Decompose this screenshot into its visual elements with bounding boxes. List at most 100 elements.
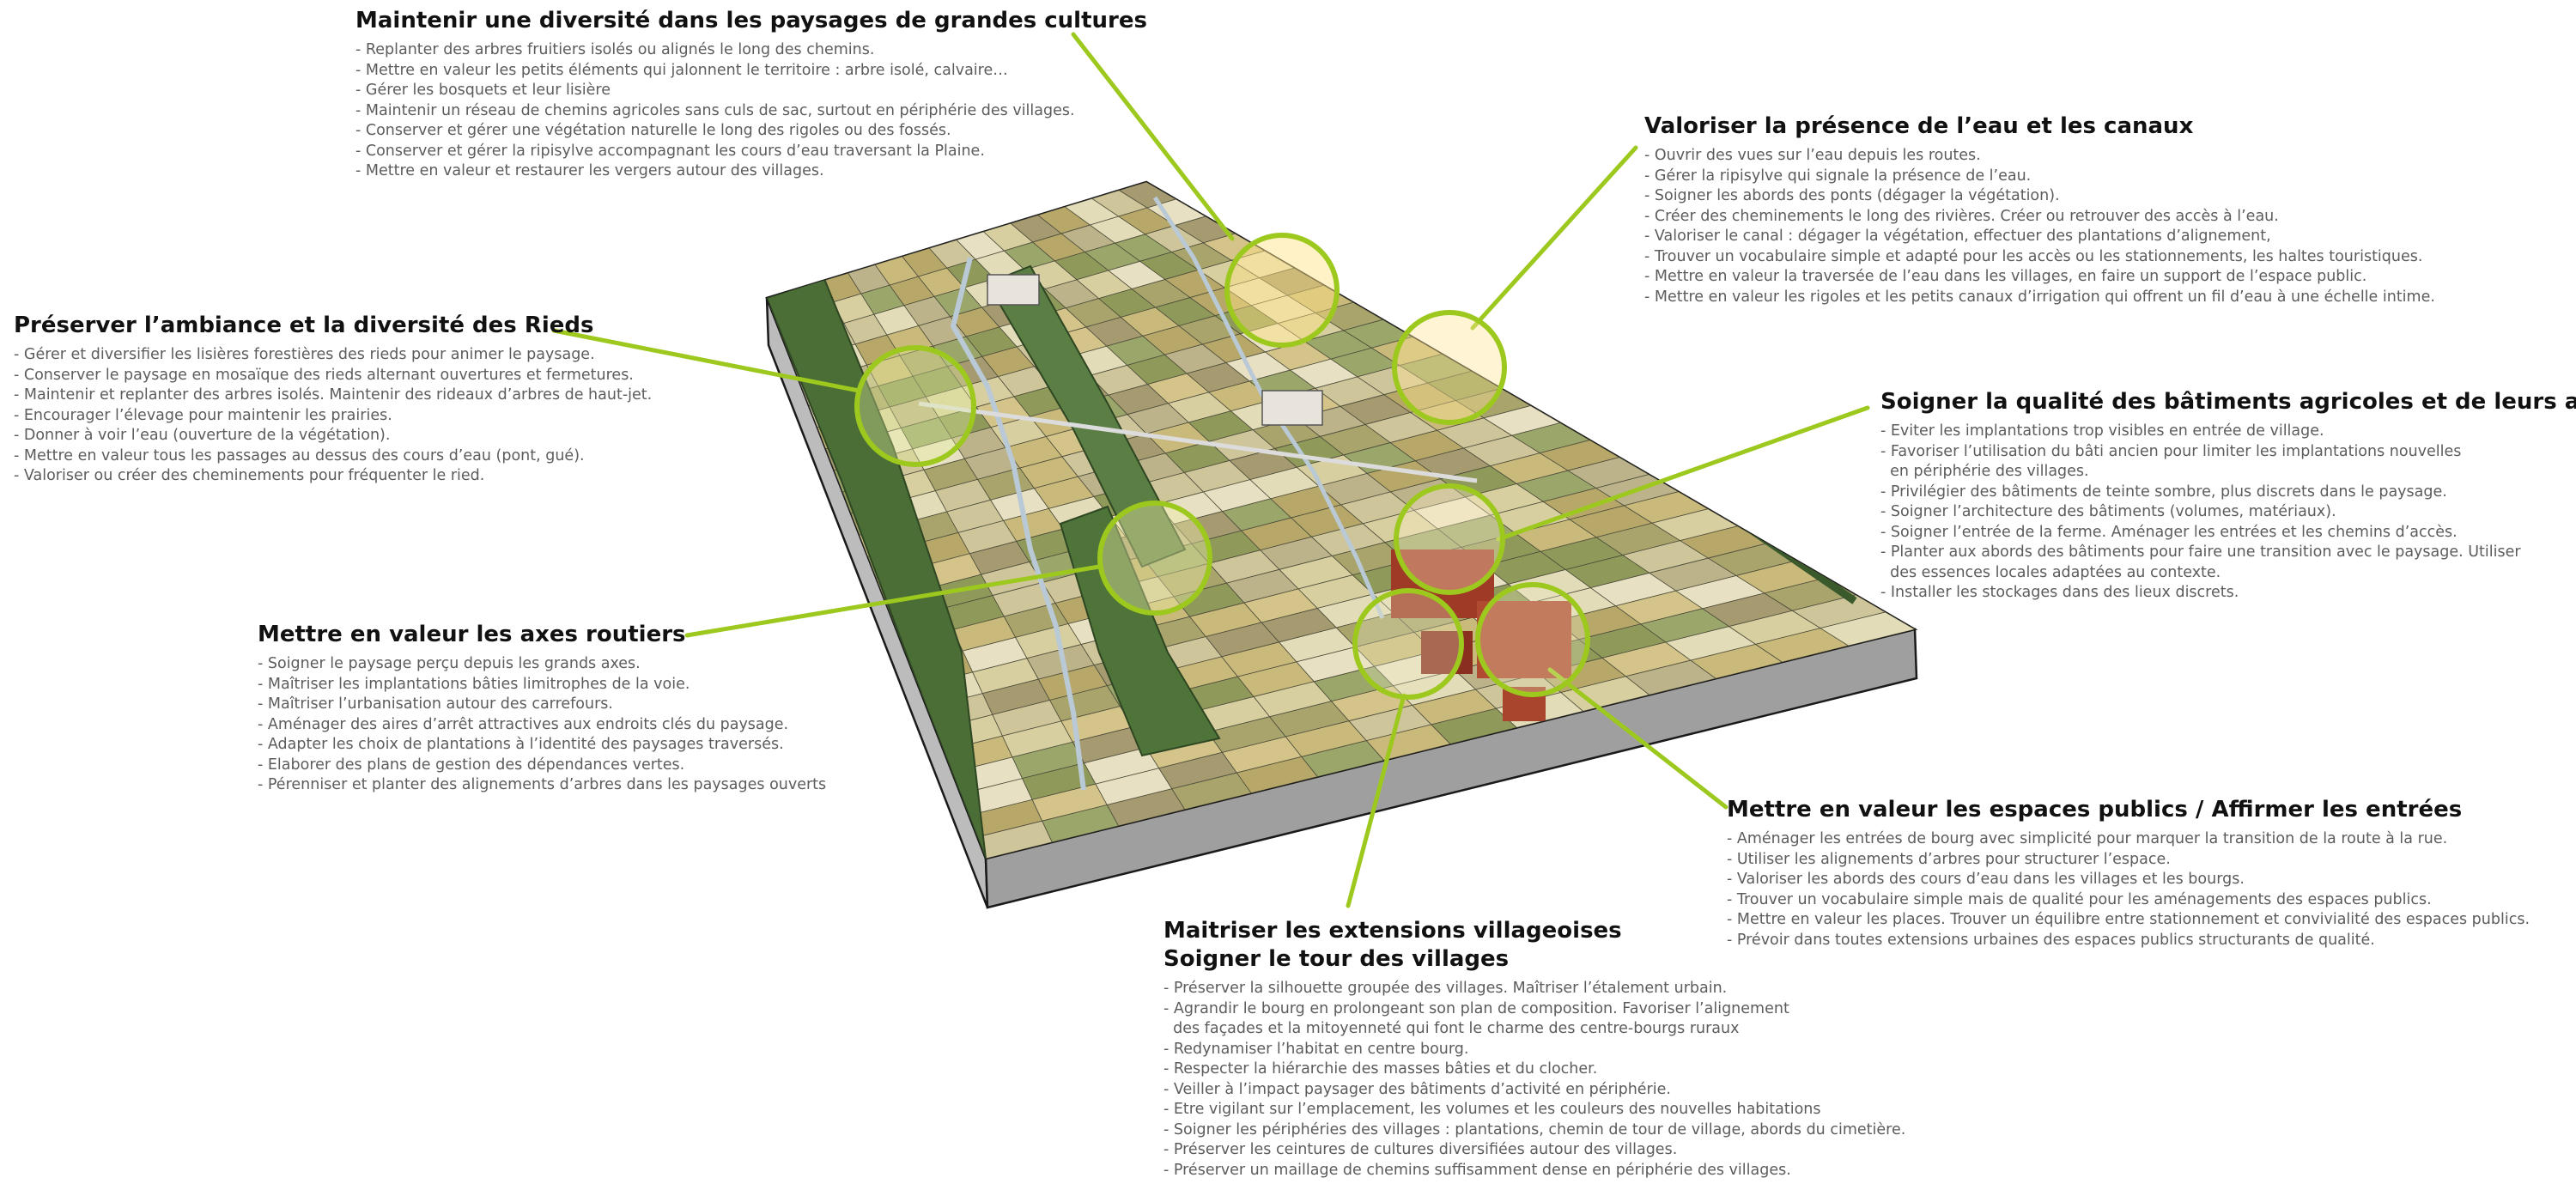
title-line: Mettre en valeur les espaces publics / A… [1727, 797, 2463, 823]
section-rieds: Préserver l’ambiance et la diversité des… [14, 312, 652, 487]
title-line: Soigner la qualité des bâtiments agricol… [1880, 389, 2576, 415]
list-item: - Mettre en valeur les petits éléments q… [355, 61, 1008, 79]
list-item: - Mettre en valeur les places. Trouver u… [1727, 911, 2530, 928]
list-item: - Soigner le paysage perçu depuis les gr… [258, 655, 641, 672]
section-title: Valoriser la présence de l’eau et les ca… [1644, 112, 2435, 141]
forest-band-ried [986, 264, 1187, 568]
section-axes-routiers: Mettre en valeur les axes routiers - Soi… [258, 621, 826, 796]
hamlet [987, 274, 1323, 426]
section-list: - Soigner le paysage perçu depuis les gr… [258, 654, 826, 796]
main-road [918, 401, 1478, 483]
section-title: Maintenir une diversité dans les paysage… [355, 7, 1147, 35]
circle-axes-routiers [1097, 501, 1212, 616]
list-item: - Créer des cheminements le long des riv… [1644, 207, 2279, 225]
list-item: - Valoriser les abords des cours d’eau d… [1727, 871, 2245, 888]
section-batiments-agricoles: Soigner la qualité des bâtiments agricol… [1880, 388, 2576, 604]
list-item: - Préserver la silhouette groupée des vi… [1163, 980, 1728, 997]
list-item: - Maîtriser l’urbanisation autour des ca… [258, 695, 613, 713]
list-item: - Soigner les périphéries des villages :… [1163, 1120, 1906, 1138]
leader-espaces-publics [1547, 667, 1728, 810]
leader-extensions [1346, 693, 1406, 908]
list-item: - Soigner les abords des ponts (dégager … [1644, 187, 2060, 204]
list-item: - Elaborer des plans de gestion des dépe… [258, 756, 685, 774]
list-item: - Redynamiser l’habitat en centre bourg. [1163, 1040, 1469, 1058]
list-item: - Maîtriser les implantations bâties lim… [258, 675, 690, 693]
section-list: - Eviter les implantations trop visibles… [1880, 422, 2576, 604]
list-item: - Privilégier des bâtiments de teinte so… [1880, 483, 2447, 501]
list-item: - Valoriser ou créer des cheminements po… [14, 467, 485, 484]
list-item: - Conserver et gérer la ripisylve accomp… [355, 142, 985, 160]
river [950, 257, 1086, 791]
section-title: Mettre en valeur les axes routiers [258, 621, 826, 649]
list-item: - Soigner l’architecture des bâtiments (… [1880, 503, 2336, 520]
leader-axes-routiers [684, 564, 1102, 638]
list-item: - Valoriser le canal : dégager la végéta… [1644, 228, 2271, 245]
title-line: Valoriser la présence de l’eau et les ca… [1644, 113, 2194, 139]
list-item: - Mettre en valeur la traversée de l’eau… [1644, 268, 2367, 285]
circle-batiments [1394, 483, 1505, 595]
field-parcel [1820, 611, 1915, 647]
list-item: - Veiller à l’impact paysager des bâtime… [1163, 1080, 1671, 1098]
list-item: - Agrandir le bourg en prolongeant son p… [1163, 999, 1789, 1017]
section-espaces-publics: Mettre en valeur les espaces publics / A… [1727, 796, 2530, 950]
title-line: Mettre en valeur les axes routiers [258, 622, 686, 647]
list-item: - Aménager les entrées de bourg avec sim… [1727, 830, 2448, 847]
forest-band-left [767, 277, 987, 859]
list-item: - Mettre en valeur et restaurer les verg… [355, 162, 824, 179]
list-item: - Trouver un vocabulaire simple mais de … [1727, 890, 2432, 908]
circle-grandes-cultures [1224, 233, 1340, 348]
list-item: - Ouvrir des vues sur l’eau depuis les r… [1644, 147, 1981, 164]
list-item: - Respecter la hiérarchie des masses bât… [1163, 1060, 1598, 1078]
list-item: - Conserver et gérer une végétation natu… [355, 122, 951, 139]
list-item: - Gérer les bosquets et leur lisière [355, 82, 611, 99]
leader-grandes-cultures [1071, 32, 1235, 241]
list-item: des façades et la mitoyenneté qui font l… [1163, 1020, 1740, 1037]
section-title: Maitriser les extensions villageoises So… [1163, 917, 1905, 974]
section-list: - Gérer et diversifier les lisières fore… [14, 345, 652, 487]
list-item: - Utiliser les alignements d’arbres pour… [1727, 850, 2171, 868]
list-item: - Mettre en valeur tous les passages au … [14, 446, 585, 464]
list-item: - Aménager des aires d’arrêt attractives… [258, 715, 789, 733]
list-item: - Prévoir dans toutes extensions urbaine… [1727, 931, 2375, 949]
section-list: - Replanter des arbres fruitiers isolés … [355, 40, 1147, 182]
list-item: - Trouver un vocabulaire simple et adapt… [1644, 247, 2423, 265]
list-item: des essences locales adaptées au context… [1880, 563, 2221, 581]
list-item: - Mettre en valeur les rigoles et les pe… [1644, 288, 2435, 306]
list-item: en périphérie des villages. [1880, 463, 2089, 480]
list-item: - Adapter les choix de plantations à l’i… [258, 736, 784, 753]
circle-espaces-publics [1475, 582, 1590, 697]
list-item: - Maintenir un réseau de chemins agricol… [355, 101, 1075, 119]
list-item: - Soigner l’entrée de la ferme. Aménager… [1880, 523, 2458, 541]
list-item: - Etre vigilant sur l’emplacement, les v… [1163, 1101, 1821, 1118]
section-list: - Ouvrir des vues sur l’eau depuis les r… [1644, 146, 2435, 307]
list-item: - Installer les stockages dans des lieux… [1880, 584, 2239, 601]
list-item: - Gérer la ripisylve qui signale la prés… [1644, 167, 2032, 185]
leader-eau-canaux [1470, 145, 1638, 331]
section-list: - Préserver la silhouette groupée des vi… [1163, 979, 1905, 1181]
circle-extensions [1352, 588, 1464, 700]
circle-eau-canaux [1392, 310, 1507, 425]
title-line: Maitriser les extensions villageoises [1163, 918, 1622, 944]
village [1391, 549, 1571, 721]
leader-batiments [1496, 405, 1870, 542]
list-item: - Conserver le paysage en mosaïque des r… [14, 366, 634, 384]
list-item: - Gérer et diversifier les lisières fore… [14, 346, 595, 363]
list-item: - Pérenniser et planter des alignements … [258, 776, 827, 793]
section-title: Soigner la qualité des bâtiments agricol… [1880, 388, 2576, 416]
list-item: - Favoriser l’utilisation du bâti ancien… [1880, 442, 2462, 460]
list-item: - Préserver les ceintures de cultures di… [1163, 1141, 1678, 1158]
circle-rieds [854, 345, 976, 467]
list-item: - Replanter des arbres fruitiers isolés … [355, 41, 875, 58]
list-item: - Préserver un maillage de chemins suffi… [1163, 1161, 1791, 1179]
section-eau-canaux: Valoriser la présence de l’eau et les ca… [1644, 112, 2435, 307]
section-extensions: Maitriser les extensions villageoises So… [1163, 917, 1905, 1181]
list-item: - Eviter les implantations trop visibles… [1880, 422, 2324, 440]
list-item: - Maintenir et replanter des arbres isol… [14, 386, 653, 404]
title-line: Soigner le tour des villages [1163, 946, 1510, 972]
list-item: - Encourager l’élevage pour maintenir le… [14, 406, 392, 424]
section-title: Préserver l’ambiance et la diversité des… [14, 312, 652, 340]
section-title: Mettre en valeur les espaces publics / A… [1727, 796, 2530, 824]
title-line: Préserver l’ambiance et la diversité des… [14, 313, 594, 338]
title-line: Maintenir une diversité dans les paysage… [355, 8, 1147, 33]
